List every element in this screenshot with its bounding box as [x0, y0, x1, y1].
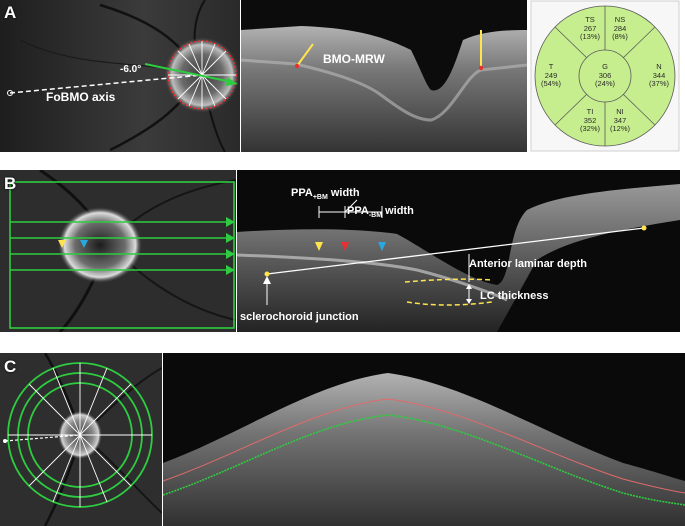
panel-a-oct-svg — [241, 0, 527, 152]
panel-label-b: B — [4, 174, 17, 193]
yellow-marker-b — [58, 240, 66, 248]
green-arrow-head — [226, 77, 238, 86]
fobmo-axis-line — [9, 74, 203, 94]
fobmo-axis-label: FoBMO axis — [46, 90, 116, 104]
ppa-bm-width-label: PPA+BM width — [291, 187, 360, 202]
lc-posterior-border — [406, 301, 493, 306]
optic-disc-b — [58, 207, 142, 283]
panel-b-oct-scan — [237, 170, 680, 332]
sector-chart-svg — [530, 0, 680, 152]
panel-a-oct-scan — [241, 0, 527, 152]
scan-box — [9, 181, 235, 329]
bmo-reference-line — [266, 227, 645, 275]
panel-b-fundus-svg — [0, 170, 236, 332]
red-marker-oct — [341, 242, 349, 251]
yellow-marker-oct — [315, 242, 323, 251]
ppa-minus-bm-width-label: PPA-BM width — [347, 205, 414, 220]
angle-label: -6.0° — [120, 64, 142, 75]
bmo-left-point — [294, 63, 300, 69]
bmo-point-left — [264, 271, 270, 277]
fovea-marker — [7, 90, 13, 96]
panel-b-oct-svg — [237, 170, 680, 332]
green-arrow-line — [144, 63, 233, 83]
bmo-point-right — [641, 225, 647, 231]
panel-c-oct-svg — [163, 353, 685, 526]
panel-a-fundus-image — [0, 0, 240, 152]
red-segmentation-line — [163, 398, 685, 494]
bmo-mrw-sector-chart — [530, 0, 680, 152]
panel-b-fundus-image — [0, 170, 236, 332]
green-segmentation-line — [163, 414, 685, 506]
panel-label-c: C — [4, 357, 17, 376]
bmo-mrw-label: BMO-MRW — [323, 52, 385, 66]
sclerochoroid-junction-label: sclerochoroid junction — [240, 311, 359, 323]
bmo-right-point — [478, 65, 484, 71]
panel-c-oct-scan — [163, 353, 685, 526]
panel-a-fundus-svg — [0, 0, 240, 152]
panel-c-fundus-svg — [0, 353, 162, 526]
anterior-laminar-depth-label: Anterior laminar depth — [469, 258, 587, 270]
lc-thickness-label: LC thickness — [480, 290, 549, 302]
panel-c-fundus-image — [0, 353, 162, 526]
cyan-marker-oct — [378, 242, 386, 251]
bmo-mrw-left-line — [296, 43, 314, 67]
cyan-marker-b — [80, 240, 88, 248]
lc-anterior-border — [404, 278, 493, 283]
panel-label-a: A — [4, 3, 17, 22]
